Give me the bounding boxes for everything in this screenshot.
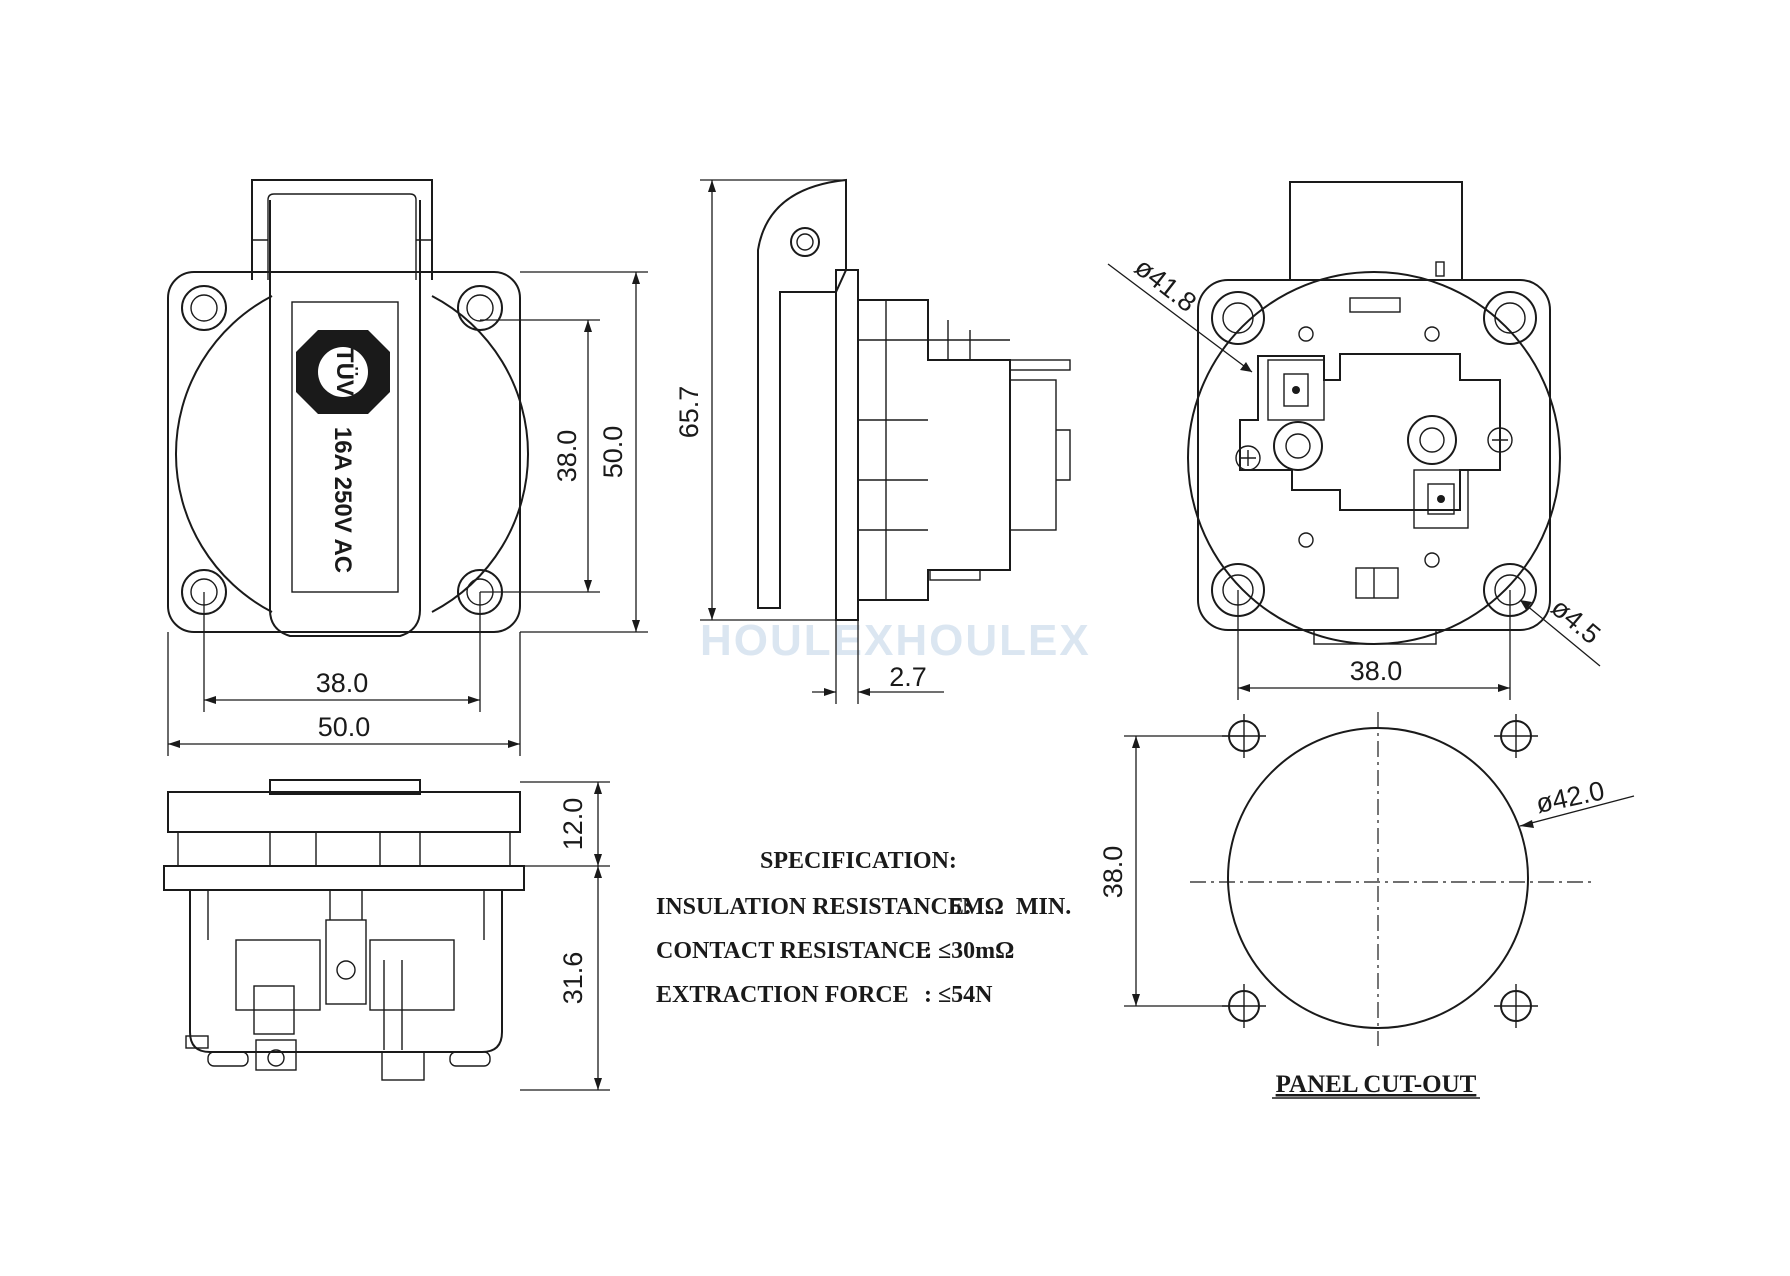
front-dim-height-v: 50.0 [598,426,628,479]
cutout-dim-dia: ø42.0 [1533,775,1607,819]
rear-dim-hole-dia: ø4.5 [1545,592,1606,650]
bottom-cover-top [167,791,521,833]
rear-terminal-right [1413,469,1469,529]
spec-row-label: EXTRACTION FORCE [656,982,909,1008]
front-cover [269,200,421,637]
rear-dim-body-leader [1107,263,1253,373]
side-terminal-bottom [929,569,981,581]
side-view: 65.7 2.7 [674,178,1071,704]
rear-view: ø41.8 ø4.5 38.0 [1107,181,1606,700]
bottom-body [189,890,503,1053]
front-hinge-housing [251,179,433,280]
panel-cutout-title: PANEL CUT-OUT [1276,1071,1477,1098]
side-dim-flange: 2.7 [889,662,927,692]
side-body [858,299,1011,601]
side-cover [757,178,847,609]
rear-center-boss-left [1273,421,1323,471]
spec-row-label: CONTACT RESISTANCE [656,938,931,964]
front-dim-hole-pitch-h: 38.0 [316,668,369,698]
front-label-recess [291,301,399,593]
cutout-dim-pitch-v: 38.0 [1098,846,1128,899]
rear-terminal-left [1267,359,1325,421]
front-view: TÜV 16A 250V AC 38.0 50.0 38.0 50.0 [167,179,648,756]
panel-cutout-view: 38.0 ø42.0 PANEL CUT-OUT [1098,712,1635,1099]
side-dim-height: 65.7 [674,386,704,439]
bottom-view: 12.0 31.6 [163,779,610,1091]
rear-center-boss-right [1407,415,1457,465]
spec-row-value: : ≤54N [924,982,993,1008]
spec-row-value: 5MΩ MIN. [950,894,1071,920]
front-dim-width-h: 50.0 [318,712,371,742]
rear-top-tab [1289,181,1463,280]
bottom-dim-body-depth: 31.6 [558,952,588,1005]
spec-heading: SPECIFICATION: [760,848,957,874]
tuv-badge-text: TÜV [331,348,358,396]
rear-screw-icons [1235,326,1513,568]
front-flange [167,271,521,633]
bottom-flange [163,865,525,891]
bottom-dim-flange-depth: 12.0 [558,798,588,851]
watermark: HOULEXHOULEX [700,616,1091,665]
bottom-earth-terminal [325,919,367,1005]
cutout-dim-dia-leader [1519,795,1635,827]
spec-row-label: INSULATION RESISTANCE: [656,894,972,920]
front-cover-label: 16A 250V AC [329,427,356,573]
specification-block: SPECIFICATION: INSULATION RESISTANCE: 5M… [656,848,1071,1008]
side-flange [835,269,859,621]
spec-row-value: : ≤30mΩ [924,938,1014,964]
side-terminal-top [1009,359,1071,371]
rear-dim-hole-leader [1519,599,1601,667]
side-hinge-pin [790,227,820,257]
rear-dim-body-dia: ø41.8 [1129,252,1202,318]
front-socket-body [175,295,273,613]
rear-mounting-holes [1211,291,1537,617]
rear-dim-hole-pitch: 38.0 [1350,656,1403,686]
front-dim-hole-pitch-v: 38.0 [552,430,582,483]
